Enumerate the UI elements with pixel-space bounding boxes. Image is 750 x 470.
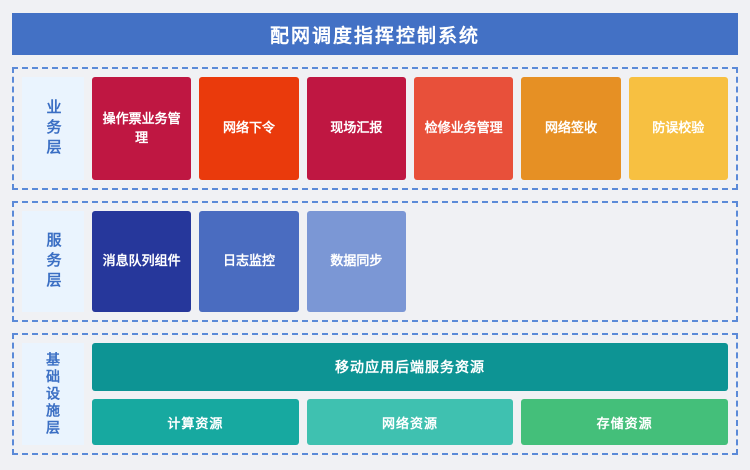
- card-business-4[interactable]: 网络签收: [521, 77, 621, 180]
- layer-label-business-text: 业务层: [44, 98, 62, 159]
- card-service-0[interactable]: 消息队列组件: [92, 211, 192, 312]
- layer-label-business: 业务层: [22, 77, 84, 180]
- card-service-empty-2: [629, 211, 728, 312]
- card-business-5[interactable]: 防误校验: [628, 77, 728, 180]
- layer-label-infrastructure: 基础设施层: [22, 343, 84, 445]
- card-business-3[interactable]: 检修业务管理: [413, 77, 514, 180]
- page-title-bar: 配网调度指挥控制系统: [12, 13, 738, 55]
- card-service-2[interactable]: 数据同步: [306, 211, 406, 312]
- infrastructure-cards-row: 计算资源 网络资源 存储资源: [92, 399, 729, 445]
- layer-label-infrastructure-text: 基础设施层: [45, 351, 61, 437]
- layer-label-service: 服务层: [22, 211, 84, 312]
- infrastructure-banner[interactable]: 移动应用后端服务资源: [92, 343, 728, 391]
- card-infrastructure-2[interactable]: 存储资源: [521, 399, 729, 445]
- layer-business: 业务层 操作票业务管理 网络下令 现场汇报 检修业务管理 网络签收 防误校验: [12, 67, 738, 190]
- layer-service: 服务层 消息队列组件 日志监控 数据同步: [12, 201, 738, 322]
- infrastructure-stack: 移动应用后端服务资源 计算资源 网络资源 存储资源: [92, 343, 729, 445]
- card-service-empty-1: [521, 211, 620, 312]
- page-title: 配网调度指挥控制系统: [269, 25, 480, 47]
- card-business-2[interactable]: 现场汇报: [306, 77, 406, 180]
- layer-infrastructure: 基础设施层 移动应用后端服务资源 计算资源 网络资源 存储资源: [12, 333, 738, 455]
- layer-label-service-text: 服务层: [44, 231, 62, 292]
- card-infrastructure-1[interactable]: 网络资源: [306, 399, 514, 445]
- service-cards-row: 消息队列组件 日志监控 数据同步: [92, 211, 728, 312]
- card-infrastructure-0[interactable]: 计算资源: [92, 399, 299, 445]
- card-business-0[interactable]: 操作票业务管理: [92, 77, 192, 180]
- business-cards-row: 操作票业务管理 网络下令 现场汇报 检修业务管理 网络签收 防误校验: [92, 77, 728, 180]
- card-service-1[interactable]: 日志监控: [199, 211, 299, 312]
- card-service-empty-0: [414, 211, 513, 312]
- card-business-1[interactable]: 网络下令: [199, 77, 299, 180]
